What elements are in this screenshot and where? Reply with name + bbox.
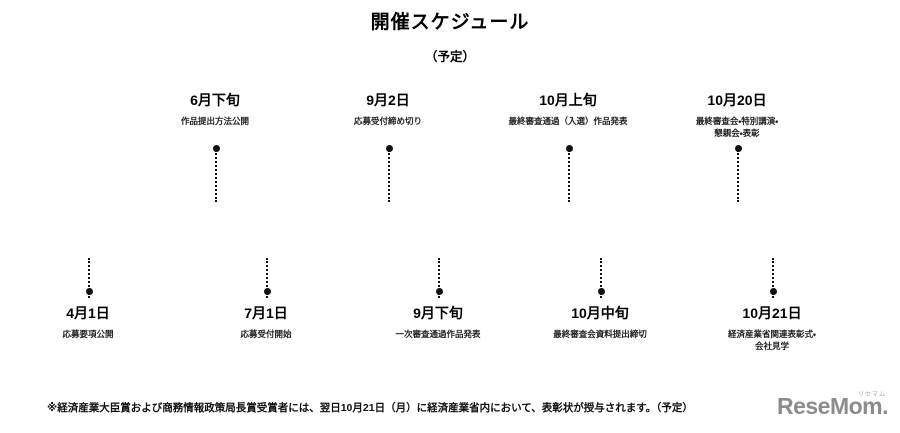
- top-connector-4-line: [737, 150, 740, 202]
- top-milestone-1: 6月下旬作品提出方法公開: [125, 91, 305, 127]
- milestone-description: 一次審査通過作品発表: [395, 329, 481, 339]
- top-milestone-2: 9月2日応募受付締め切り: [298, 91, 478, 127]
- bottom-connector-3-dot: [435, 288, 443, 295]
- top-connector-2-line: [388, 150, 391, 202]
- bottom-milestone-5: 10月21日経済産業省関連表彰式・会社見学: [682, 304, 862, 352]
- bottom-milestone-4: 10月中旬最終審査会資料提出締切: [510, 304, 690, 340]
- bottom-connector-4-line: [600, 258, 603, 298]
- bottom-connector-2-dot: [263, 288, 271, 295]
- bottom-milestone-2: 7月1日応募受付開始: [176, 304, 356, 340]
- milestone-date: 4月1日: [66, 305, 110, 321]
- band-right-mask: [848, 200, 900, 253]
- milestone-description: 応募受付締め切り: [353, 116, 422, 126]
- page-title: 開催スケジュール: [370, 12, 530, 33]
- top-milestone-4: 10月20日最終審査会・特別講演・懇親会・表彰: [647, 91, 827, 139]
- milestone-description: 応募受付開始: [240, 329, 292, 339]
- bottom-milestone-3: 9月下旬一次審査通過作品発表: [348, 304, 528, 340]
- top-connector-2-dot: [385, 145, 393, 152]
- top-connector-1-dot: [212, 145, 220, 152]
- milestone-date: 10月中旬: [571, 305, 629, 321]
- bottom-connector-2-line: [266, 258, 269, 298]
- footnote: ※経済産業大臣賞および商務情報政策局長賞受賞者には、翌日10月21日（月）に経済…: [47, 402, 693, 414]
- milestone-date: 9月下旬: [413, 305, 463, 321]
- milestone-description: 作品提出方法公開: [180, 116, 249, 126]
- logo-kana-text: リセマム: [857, 392, 886, 398]
- milestone-description: 経済産業省関連表彰式・会社見学: [728, 329, 816, 351]
- milestone-date: 6月下旬: [190, 92, 240, 108]
- top-milestone-3: 10月上旬最終審査通過（入選）作品発表: [478, 91, 658, 127]
- resemom-logo: リセマム ReseMom.: [776, 392, 889, 419]
- milestone-description: 最終審査会・特別講演・懇親会・表彰: [695, 116, 779, 138]
- timeline-band: [0, 200, 900, 253]
- top-connector-1-line: [215, 150, 218, 202]
- bottom-connector-4-dot: [597, 288, 605, 295]
- milestone-description: 最終審査会資料提出締切: [553, 329, 647, 339]
- milestone-date: 7月1日: [244, 305, 288, 321]
- milestone-description: 応募要項公開: [62, 329, 114, 339]
- top-connector-3-dot: [565, 145, 573, 152]
- milestone-date: 10月20日: [707, 92, 767, 108]
- logo-wordmark: ReseMom.: [776, 393, 889, 419]
- milestone-date: 10月上旬: [539, 92, 597, 108]
- bottom-connector-5-line: [772, 258, 775, 298]
- bottom-connector-1-line: [88, 258, 91, 298]
- top-connector-4-dot: [734, 145, 742, 152]
- milestone-description: 最終審査通過（入選）作品発表: [508, 116, 628, 126]
- bottom-connector-1-dot: [85, 288, 93, 295]
- bottom-connector-3-line: [438, 258, 441, 298]
- milestone-date: 10月21日: [742, 305, 802, 321]
- top-connector-3-line: [568, 150, 571, 202]
- title-block: 開催スケジュール （予定）: [0, 10, 900, 66]
- bottom-connector-5-dot: [769, 288, 777, 295]
- milestone-date: 9月2日: [366, 92, 410, 108]
- page-subtitle: （予定）: [424, 50, 475, 64]
- band-left-mask: [0, 200, 52, 253]
- bottom-milestone-1: 4月1日応募要項公開: [0, 304, 178, 340]
